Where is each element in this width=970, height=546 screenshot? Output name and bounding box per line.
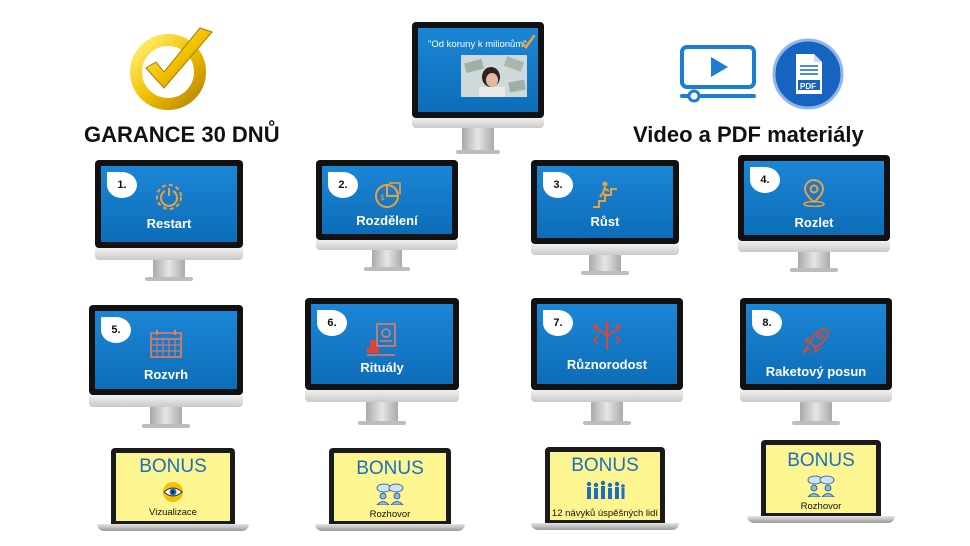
module-number: 5. xyxy=(101,317,131,343)
certificate-stamp-icon xyxy=(365,322,399,361)
bonus-title: BONUS xyxy=(139,456,207,477)
bonus-title: BONUS xyxy=(787,450,855,471)
module-number: 4. xyxy=(750,167,780,193)
module-monitor-4[interactable]: 4. Rozlet xyxy=(738,155,890,273)
module-number: 2. xyxy=(328,172,358,198)
power-timer-icon xyxy=(154,182,184,217)
module-number: 6. xyxy=(317,310,347,336)
hero-screen: "Od koruny k milionům" xyxy=(418,28,538,112)
module-label: Rozdělení xyxy=(356,213,418,228)
module-monitor-2[interactable]: 2. $ Rozdělení xyxy=(316,160,458,272)
hero-photo xyxy=(461,55,527,97)
calendar-grid-icon xyxy=(149,329,183,364)
hero-quote: "Od koruny k milionům" xyxy=(428,39,527,50)
module-monitor-1[interactable]: 1. Restart xyxy=(95,160,243,282)
guarantee-heading: GARANCE 30 DNŮ xyxy=(84,122,280,147)
bonus-title: BONUS xyxy=(571,455,639,476)
module-number: 1. xyxy=(107,172,137,198)
module-label: Rituály xyxy=(360,360,404,375)
map-pin-icon xyxy=(799,177,829,212)
module-label: Růst xyxy=(590,214,620,229)
module-label: Různorodost xyxy=(566,357,648,372)
module-monitor-6[interactable]: 6. Rituály xyxy=(305,298,459,426)
materials-heading: Video a PDF materiály xyxy=(633,122,864,147)
pdf-file-icon: PDF xyxy=(772,38,844,110)
bonus-caption: 12 návyků úspěšných lidí xyxy=(551,508,659,519)
gold-checkmark-icon xyxy=(128,22,218,112)
module-monitor-8[interactable]: 8. Raketový posun xyxy=(740,298,892,426)
module-monitor-7[interactable]: 7. Různorodost xyxy=(531,298,683,426)
conversation-people-icon xyxy=(806,475,836,502)
orange-check-icon xyxy=(520,34,536,55)
module-number: 7. xyxy=(543,310,573,336)
pdf-icon-text: PDF xyxy=(800,82,816,91)
bonus-laptop-1[interactable]: BONUS Vizualizace xyxy=(97,448,249,532)
pie-chart-coin-icon: $ xyxy=(372,180,402,215)
svg-text:$: $ xyxy=(380,193,385,202)
bonus-laptop-2[interactable]: BONUS Rozhovor xyxy=(315,448,465,532)
crowd-figures-icon xyxy=(585,480,625,507)
conversation-people-icon xyxy=(375,483,405,510)
module-label: Restart xyxy=(146,216,192,231)
module-label: Rozlet xyxy=(794,215,834,230)
eye-icon xyxy=(161,481,185,508)
bonus-caption: Rozhovor xyxy=(369,509,411,520)
video-player-icon xyxy=(680,45,756,105)
module-monitor-3[interactable]: 3. Růst xyxy=(531,160,679,276)
module-number: 3. xyxy=(543,172,573,198)
bonus-title: BONUS xyxy=(356,458,424,479)
module-label: Raketový posun xyxy=(765,364,867,379)
bonus-caption: Rozhovor xyxy=(800,501,842,512)
branching-arrows-icon xyxy=(590,320,624,357)
rocket-icon xyxy=(800,326,832,361)
module-monitor-5[interactable]: 5. Rozvrh xyxy=(89,305,243,429)
bonus-laptop-3[interactable]: BONUS 12 návyků úspěšných lidí xyxy=(531,447,679,531)
bonus-laptop-4[interactable]: BONUS Rozhovor xyxy=(747,440,895,524)
person-climbing-stairs-icon xyxy=(590,180,620,215)
hero-monitor: "Od koruny k milionům" xyxy=(412,22,544,158)
module-number: 8. xyxy=(752,310,782,336)
bonus-caption: Vizualizace xyxy=(149,507,197,518)
module-label: Rozvrh xyxy=(143,367,189,382)
